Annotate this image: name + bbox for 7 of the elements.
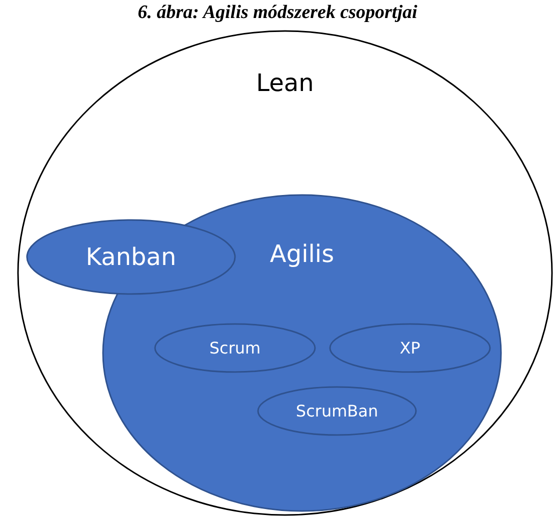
set-label: ScrumBan	[296, 402, 378, 420]
set-label: Scrum	[209, 338, 261, 358]
set-label: Kanban	[86, 243, 176, 271]
figure-title: 6. ábra: Agilis módszerek csoportjai	[136, 2, 418, 24]
set-label: XP	[400, 338, 420, 358]
set-label: Agilis	[270, 240, 334, 268]
set-label: Lean	[256, 69, 314, 98]
